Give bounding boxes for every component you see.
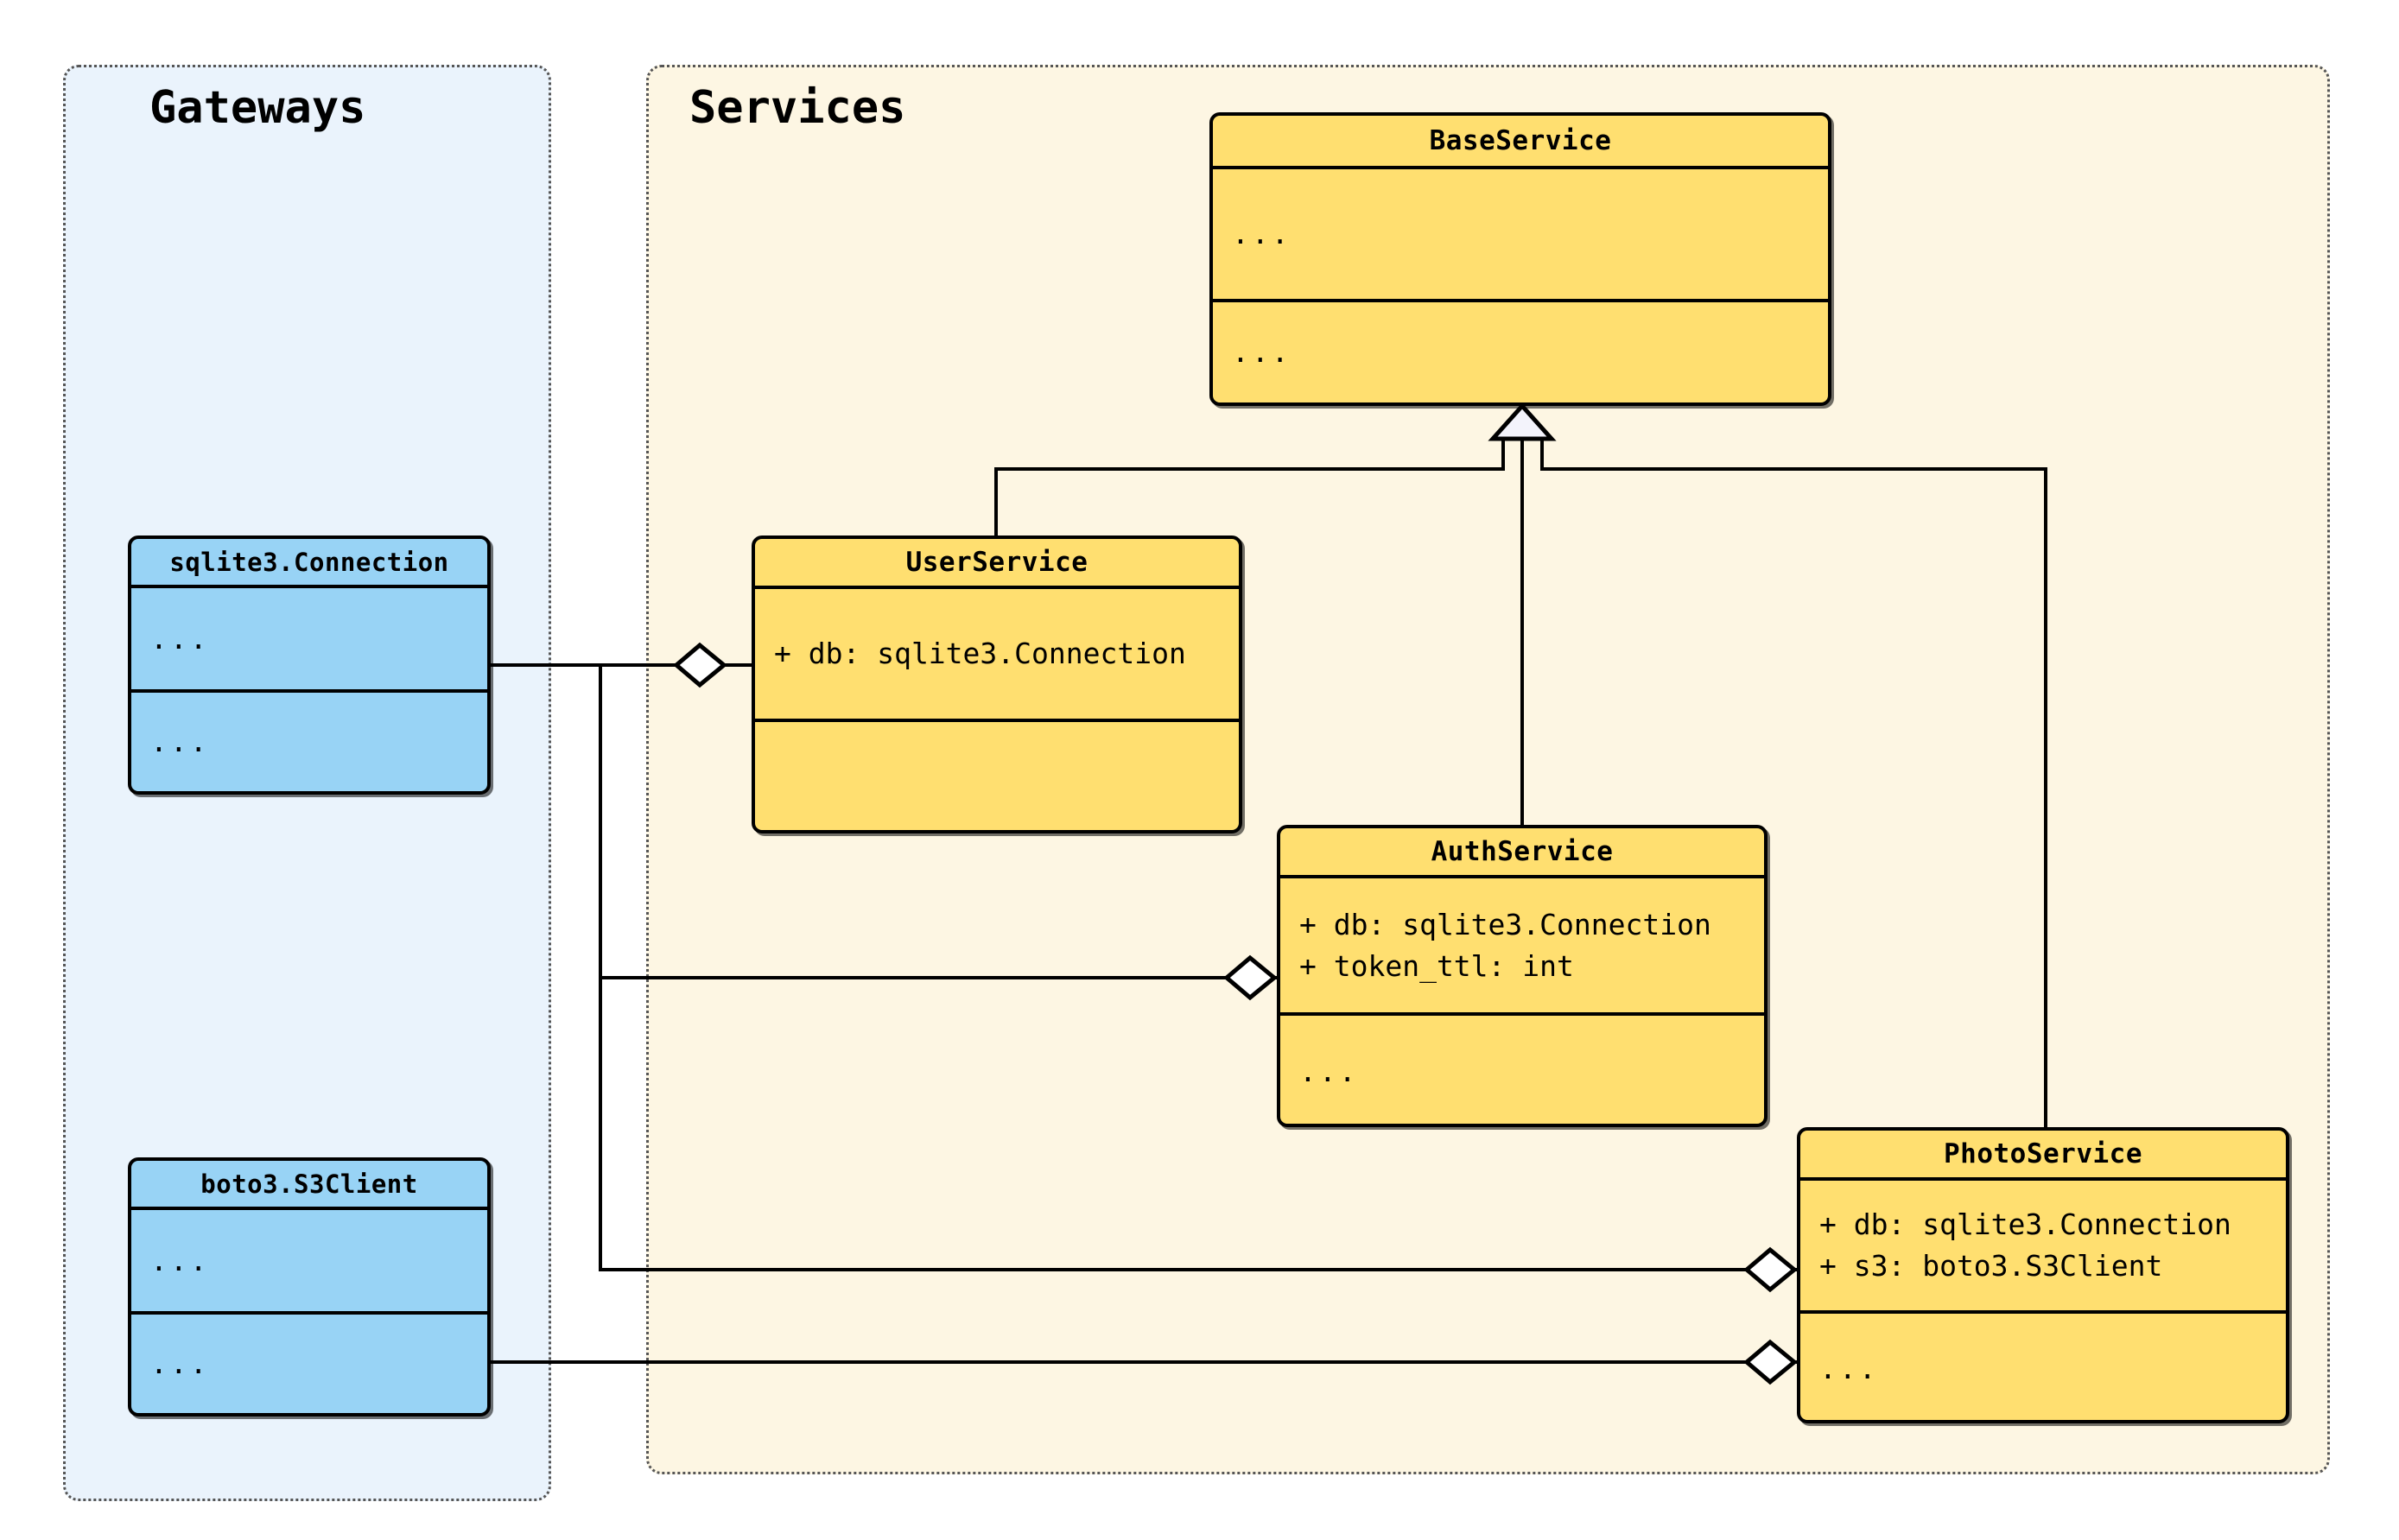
method-row: ... bbox=[150, 1347, 210, 1381]
class-box-auth-service[interactable]: AuthService + db: sqlite3.Connection + t… bbox=[1277, 825, 1768, 1127]
class-name-base-service: BaseService bbox=[1213, 116, 1828, 169]
package-gateways-title: Gateways bbox=[149, 82, 366, 134]
class-name-auth-service: AuthService bbox=[1280, 828, 1764, 878]
class-box-base-service[interactable]: BaseService ... ... bbox=[1209, 112, 1831, 406]
attribute-row: + db: sqlite3.Connection bbox=[1819, 1207, 2231, 1242]
method-row: ... bbox=[1819, 1351, 1879, 1385]
methods-compartment-auth-service: ... bbox=[1280, 1012, 1764, 1124]
attribute-row: + db: sqlite3.Connection bbox=[774, 637, 1186, 671]
method-row: ... bbox=[1299, 1054, 1359, 1088]
class-name-boto3-s3client: boto3.S3Client bbox=[131, 1161, 487, 1210]
methods-compartment-photo-service: ... bbox=[1800, 1310, 2286, 1420]
attribute-row: + s3: boto3.S3Client bbox=[1819, 1249, 2163, 1283]
attribute-row: + token_ttl: int bbox=[1299, 948, 1574, 983]
methods-compartment-user-service bbox=[755, 719, 1239, 830]
attributes-compartment-boto3-s3client: ... bbox=[131, 1210, 487, 1311]
attribute-row: ... bbox=[1232, 217, 1292, 251]
class-name-sqlite3-connection: sqlite3.Connection bbox=[131, 539, 487, 588]
methods-compartment-sqlite3-connection: ... bbox=[131, 689, 487, 791]
attributes-compartment-auth-service: + db: sqlite3.Connection + token_ttl: in… bbox=[1280, 878, 1764, 1012]
attributes-compartment-base-service: ... bbox=[1213, 169, 1828, 299]
method-row: ... bbox=[1232, 335, 1292, 370]
attribute-row: ... bbox=[150, 621, 210, 656]
class-box-user-service[interactable]: UserService + db: sqlite3.Connection bbox=[752, 536, 1242, 833]
class-name-photo-service: PhotoService bbox=[1800, 1131, 2286, 1181]
class-name-user-service: UserService bbox=[755, 539, 1239, 589]
package-services-title: Services bbox=[689, 82, 906, 134]
attribute-row: ... bbox=[150, 1243, 210, 1277]
attribute-row: + db: sqlite3.Connection bbox=[1299, 907, 1711, 941]
attributes-compartment-photo-service: + db: sqlite3.Connection + s3: boto3.S3C… bbox=[1800, 1181, 2286, 1310]
methods-compartment-boto3-s3client: ... bbox=[131, 1311, 487, 1413]
class-box-sqlite3-connection[interactable]: sqlite3.Connection ... ... bbox=[128, 536, 491, 795]
methods-compartment-base-service: ... bbox=[1213, 299, 1828, 402]
attributes-compartment-sqlite3-connection: ... bbox=[131, 588, 487, 689]
class-box-photo-service[interactable]: PhotoService + db: sqlite3.Connection + … bbox=[1797, 1127, 2289, 1423]
method-row: ... bbox=[150, 725, 210, 759]
attributes-compartment-user-service: + db: sqlite3.Connection bbox=[755, 589, 1239, 719]
class-box-boto3-s3client[interactable]: boto3.S3Client ... ... bbox=[128, 1157, 491, 1416]
